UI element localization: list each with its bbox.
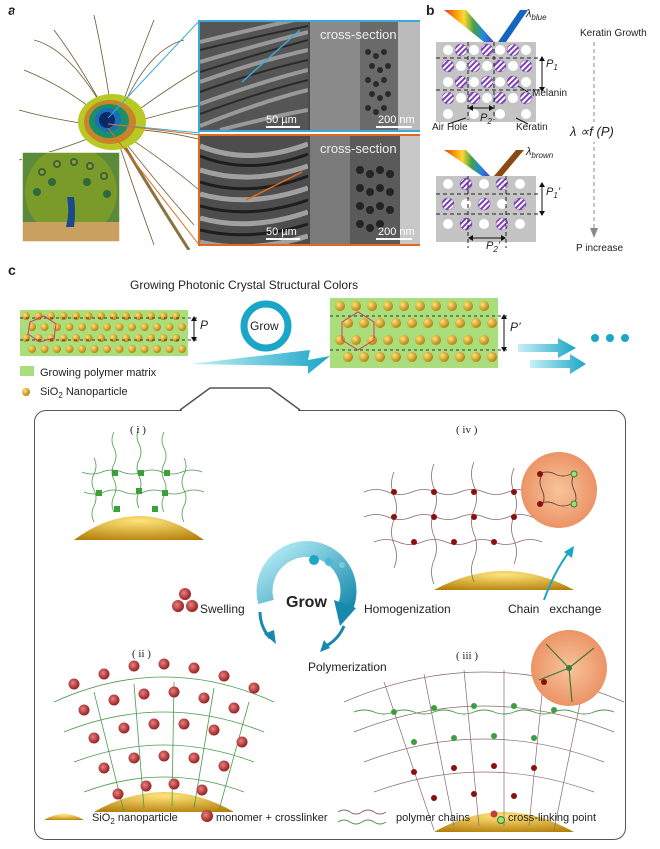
sem-blue-cross-section xyxy=(310,22,420,130)
panel-b-label: b xyxy=(426,2,435,18)
p-label: P xyxy=(200,318,209,332)
sem-orange-cross-section xyxy=(310,136,420,244)
p2-label: P2 xyxy=(480,112,492,127)
lambda-blue-label: λblue xyxy=(526,8,547,23)
legend-nanoparticle: SiO2 nanoparticle xyxy=(92,812,178,827)
sem-orange-scale-label: 50 µm xyxy=(266,226,297,238)
sem-orange-frame: 50 µm cross-section 200 nm xyxy=(198,134,420,246)
p-prime-label: P’ xyxy=(510,320,521,334)
sem-blue-cross-section-label: cross-section xyxy=(320,27,397,42)
sem-blue-scale-bar xyxy=(266,126,300,128)
lambda-formula: λ ∝f (P) xyxy=(570,122,614,142)
keratin-label: Keratin xyxy=(516,122,548,133)
zoom-connector-lines xyxy=(107,20,201,247)
sem-blue-frame: 50 µm cross-section 200 nm xyxy=(198,20,420,132)
grow-ring-label: Grow xyxy=(250,319,279,333)
homogenization-label: Homogenization xyxy=(364,602,451,616)
panel-c-title: Growing Photonic Crystal Structural Colo… xyxy=(130,278,359,292)
stage-iv-label: ( iv ) xyxy=(456,424,478,436)
sem-blue-cs-scale-label: 200 nm xyxy=(378,114,415,126)
sem-orange-cs-scale-bar xyxy=(376,238,412,240)
air-hole-label: Air Hole xyxy=(432,122,468,133)
growth-schematic xyxy=(20,298,629,396)
legend-monomer: monomer + crosslinker xyxy=(216,812,328,824)
swelling-label: Swelling xyxy=(200,602,245,616)
sem-orange-cross-section-label: cross-section xyxy=(320,141,397,156)
p1-prime-label: P1’ xyxy=(546,186,561,201)
mechanism-diagram xyxy=(44,427,625,832)
stage-i-label: ( i ) xyxy=(130,424,146,436)
melanin-label: Melanin xyxy=(532,88,568,99)
stage-iii-label: ( iii ) xyxy=(456,650,478,662)
panel-b-diagram xyxy=(436,10,598,248)
sem-orange-cs-scale-label: 200 nm xyxy=(378,226,415,238)
mechanism-box xyxy=(34,410,626,840)
sem-blue-cs-scale-bar xyxy=(376,126,412,128)
p1-label: P1 xyxy=(546,58,558,73)
legend-crosslink: cross-linking point xyxy=(508,812,597,824)
polymerization-label: Polymerization xyxy=(308,660,387,674)
stage-ii-label: ( ii ) xyxy=(132,648,151,660)
p-increase-label: P increase xyxy=(576,243,624,254)
callout-lines xyxy=(179,387,301,413)
panel-c-label: c xyxy=(8,262,16,278)
sem-blue-surface xyxy=(200,22,308,130)
chain-exchange-label: Chain exchange xyxy=(508,602,602,616)
lambda-brown-label: λbrown xyxy=(526,146,554,161)
legend-matrix-label: Growing polymer matrix xyxy=(40,367,157,379)
peacock-photo-inset xyxy=(22,152,120,242)
keratin-growth-label: Keratin Growth xyxy=(580,28,647,39)
legend-polymer-chains: polymer chains xyxy=(396,812,470,824)
legend-np-label: SiO2 Nanoparticle xyxy=(40,386,128,401)
sem-blue-scale-label: 50 µm xyxy=(266,114,297,126)
p2-prime-label: P2’ xyxy=(486,240,501,255)
grow-center-label: Grow xyxy=(286,594,327,611)
panel-a-label: a xyxy=(8,2,16,18)
sem-orange-scale-bar xyxy=(266,238,300,240)
